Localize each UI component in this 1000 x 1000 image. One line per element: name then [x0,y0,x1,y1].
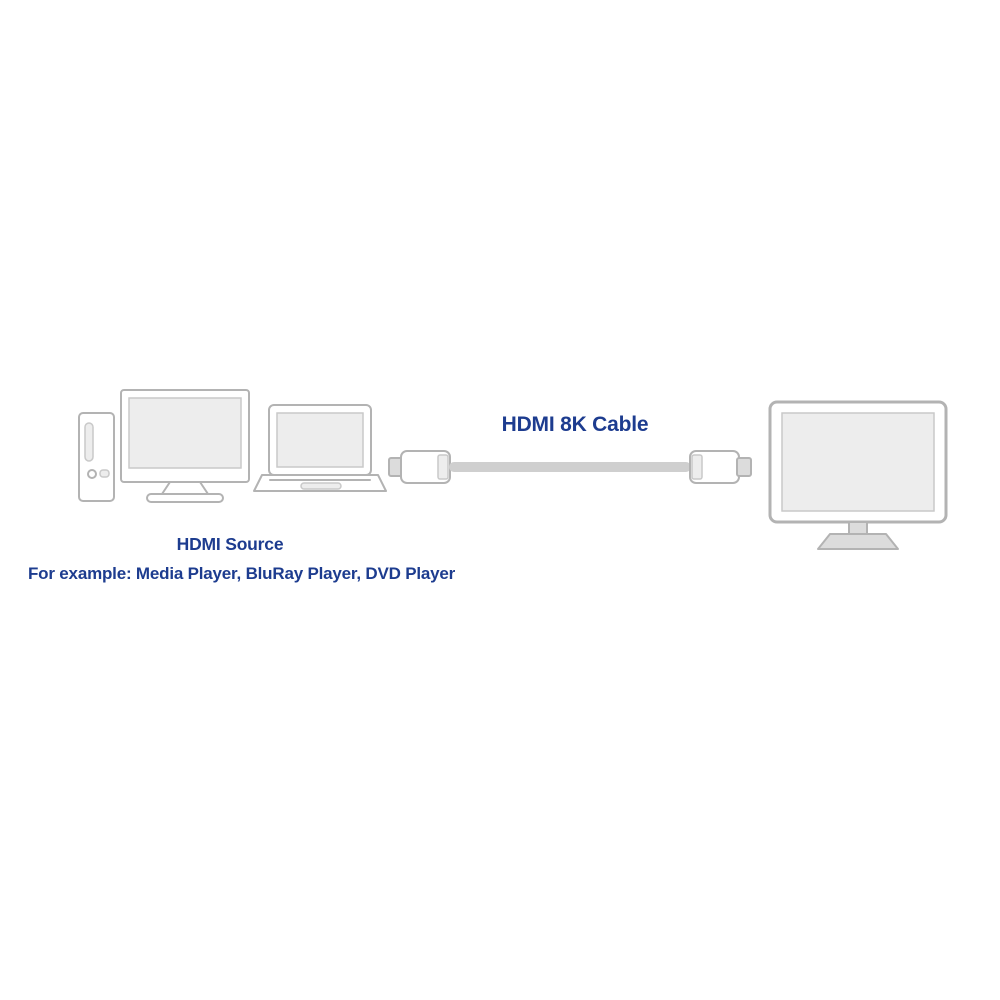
tv-screen [781,412,935,512]
pc-tower-vent-slot [84,422,94,462]
laptop-touchpad [300,482,342,490]
hdmi-plug-right-tip [736,457,752,477]
hdmi-cable-cord [449,462,691,472]
laptop-screen [276,412,364,468]
hdmi-plug-right-ridge [691,454,703,480]
tv-icon [768,400,948,550]
monitor-icon [120,389,250,503]
source-examples: For example: Media Player, BluRay Player… [28,564,456,583]
pc-tower-power-button [87,469,97,479]
hdmi-cable-icon [388,450,752,484]
hdmi-plug-left-ridge [437,454,449,480]
monitor-stand-base [146,493,224,503]
monitor-stand-neck [161,481,209,495]
source-label: HDMI Source [176,534,284,554]
monitor-screen [128,397,242,469]
pc-tower-drive-slot [99,469,110,478]
pc-tower-icon [78,412,115,502]
laptop-icon [253,404,387,492]
cable-label: HDMI 8K Cable [501,413,649,436]
tv-stand-base [817,533,899,550]
